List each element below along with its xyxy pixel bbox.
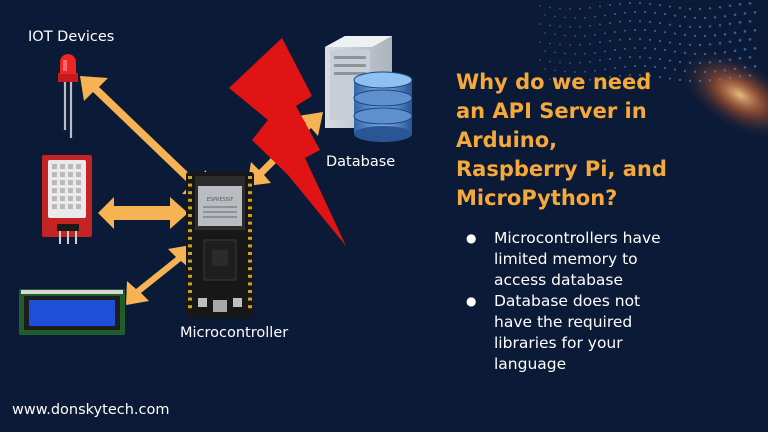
bullet-line: libraries for your (494, 334, 623, 352)
arrow-sensor-mcu (98, 197, 188, 229)
headline-line: Arduino, (456, 128, 558, 152)
website-url: www.donskytech.com (12, 402, 170, 418)
bullet-item: Database does not have the required librar… (464, 291, 754, 375)
bullet-line: have the required (494, 313, 633, 331)
bullet-line: language (494, 355, 567, 373)
iot-devices-label: IOT Devices (28, 29, 115, 45)
lcd-icon (19, 289, 125, 335)
lightning-bolt-icon (229, 38, 346, 246)
bullet-list: Microcontrollers have limited memory to ac… (464, 228, 754, 375)
headline-line: an API Server in (456, 99, 647, 123)
arrow-lcd-mcu (126, 245, 191, 305)
bullet-line: Database does not (494, 292, 641, 310)
bullet-line: limited memory to (494, 250, 638, 268)
arrow-led-mcu (80, 76, 207, 195)
chip-text: ESPRESSIF (207, 197, 234, 203)
headline-line: MicroPython? (456, 186, 618, 210)
headline: Why do we need an API Server in Arduino, Ra… (456, 68, 756, 213)
background-decoration (539, 1, 768, 142)
led-icon (58, 54, 78, 138)
headline-line: Raspberry Pi, and (456, 157, 667, 181)
bullet-item: Microcontrollers have limited memory to ac… (464, 228, 754, 291)
database-label: Database (326, 154, 396, 170)
sensor-icon (42, 155, 92, 244)
headline-line: Why do we need (456, 70, 652, 94)
microcontroller-icon: ESPRESSIF (186, 172, 254, 318)
microcontroller-label: Microcontroller (180, 325, 289, 341)
bullet-line: access database (494, 271, 624, 289)
database-icon (353, 71, 413, 142)
bullet-line: Microcontrollers have (494, 229, 661, 247)
